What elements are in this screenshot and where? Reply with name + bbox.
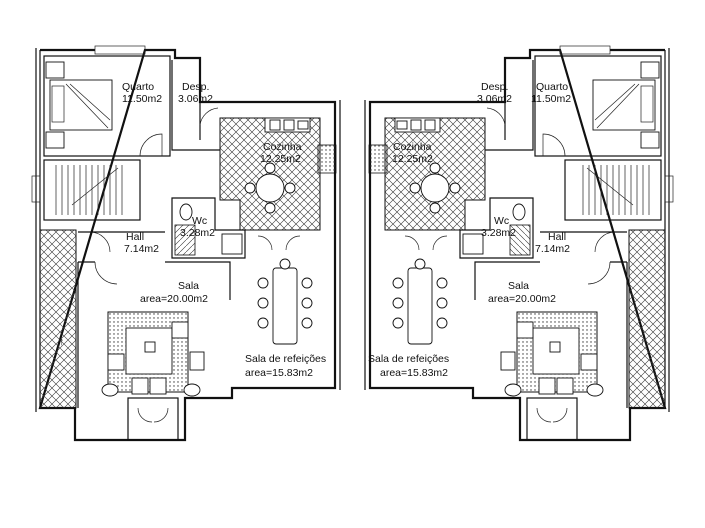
stair-arrow-right: ↑ <box>640 336 645 348</box>
desp-area-left: 3.06m2 <box>178 93 213 105</box>
wc-area-left: 3.28m2 <box>180 227 215 239</box>
refeicoes-label-right: Sala de refeições <box>368 353 449 365</box>
left-unit <box>30 44 342 442</box>
refeicoes-area-left: area=15.83m2 <box>245 367 313 379</box>
quarto-label-left: Quarto <box>122 81 154 93</box>
cozinha-label-left: Cozinha <box>263 141 302 153</box>
quarto-area-right: 11.50m2 <box>531 93 571 105</box>
hall-area-left: 7.14m2 <box>124 243 159 255</box>
quarto-area-left: 11.50m2 <box>122 93 162 105</box>
hall-area-right: 7.14m2 <box>535 243 570 255</box>
cozinha-area-left: 12.25m2 <box>260 153 301 165</box>
hall-label-right: Hall <box>548 231 566 243</box>
refeicoes-area-right: area=15.83m2 <box>380 367 448 379</box>
refeicoes-label-left: Sala de refeições <box>245 353 326 365</box>
wc-label-right: Wc <box>494 215 509 227</box>
wc-area-right: 3.28m2 <box>481 227 516 239</box>
desp-label-right: Desp. <box>481 81 508 93</box>
cozinha-area-right: 12.25m2 <box>392 153 433 165</box>
sala-label-left: Sala <box>178 280 199 292</box>
sala-label-right: Sala <box>508 280 529 292</box>
hall-label-left: Hall <box>126 231 144 243</box>
desp-label-left: Desp. <box>182 81 209 93</box>
cozinha-label-right: Cozinha <box>393 141 432 153</box>
sala-area-left: area=20.00m2 <box>140 293 208 305</box>
right-unit <box>363 44 675 442</box>
quarto-label-right: Quarto <box>536 81 568 93</box>
wc-label-left: Wc <box>192 215 207 227</box>
sala-area-right: area=20.00m2 <box>488 293 556 305</box>
stair-arrow-left: ↑ <box>59 336 64 348</box>
desp-area-right: 3.06m2 <box>477 93 512 105</box>
